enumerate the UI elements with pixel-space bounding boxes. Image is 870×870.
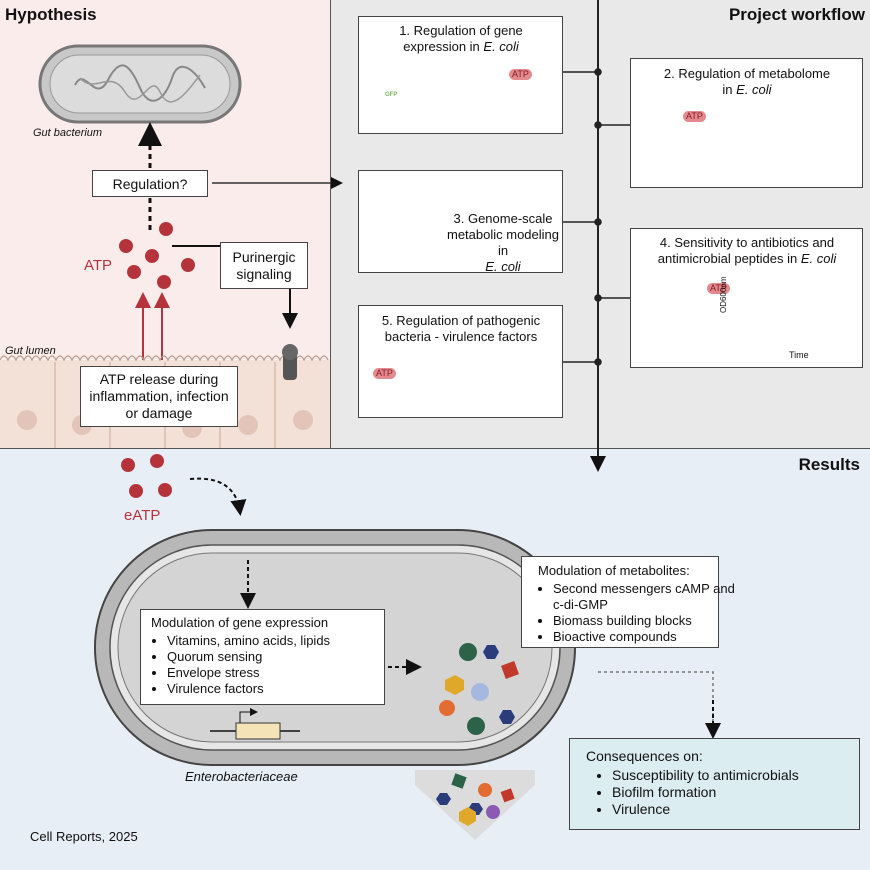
step3-line2: metabolic modeling in xyxy=(447,227,560,258)
results-title: Results xyxy=(798,455,860,474)
step5-line1: 5. Regulation of pathogenic xyxy=(381,313,541,328)
atp-release-box: ATP release during inflammation, infecti… xyxy=(80,366,238,427)
step4-line1: 4. Sensitivity to antibiotics and xyxy=(659,235,835,250)
list-item: Quorum sensing xyxy=(167,649,407,665)
eatp-label: eATP xyxy=(124,507,161,524)
purinergic-label: Purinergic signaling xyxy=(232,249,296,282)
gut-bacterium-label: Gut bacterium xyxy=(33,127,103,139)
step3-box: 3. Genome-scale metabolic modeling in E.… xyxy=(358,170,563,275)
consequences-list: Susceptibility to antimicrobials Biofilm… xyxy=(586,767,870,818)
atp-tag-step1: ATP xyxy=(509,69,532,80)
list-item: Susceptibility to antimicrobials xyxy=(612,767,870,784)
list-item: Biomass building blocks xyxy=(553,613,743,629)
list-item: Second messengers cAMP and c-di-GMP xyxy=(553,581,743,613)
gut-bacterium-illustration xyxy=(38,44,242,124)
list-item: Envelope stress xyxy=(167,665,407,681)
regulation-label: Regulation? xyxy=(112,176,188,192)
step4-line2: antimicrobial peptides in xyxy=(657,251,801,266)
atp-label: ATP xyxy=(84,257,113,274)
consequences-title: Consequences on: xyxy=(586,748,703,764)
step5-box: 5. Regulation of pathogenic bacteria - v… xyxy=(358,305,563,418)
metabolites-list: Second messengers cAMP and c-di-GMP Biom… xyxy=(527,581,743,645)
step1-line1: 1. Regulation of gene xyxy=(399,23,523,38)
step1-title: 1. Regulation of gene expression in E. c… xyxy=(361,23,561,55)
list-item: Virulence xyxy=(612,801,870,818)
citation: Cell Reports, 2025 xyxy=(30,829,138,844)
step5-line2: bacteria - virulence factors xyxy=(384,329,538,344)
atp-tag-step5: ATP xyxy=(373,368,396,379)
step2-box: 2. Regulation of metabolome in E. coli A… xyxy=(630,58,863,188)
atp-molecules xyxy=(119,222,195,289)
regulation-box: Regulation? xyxy=(92,170,208,197)
eatp-molecules xyxy=(121,454,172,498)
step2-line2: in xyxy=(722,82,737,97)
step3-organism: E. coli xyxy=(485,259,521,274)
metabolite-shapes xyxy=(439,643,519,735)
step1-box: 1. Regulation of gene expression in E. c… xyxy=(358,16,563,134)
step1-line2: expression in xyxy=(403,39,484,54)
gfp-tag: GFP xyxy=(385,92,398,98)
step3-title: 3. Genome-scale metabolic modeling in E.… xyxy=(447,211,559,275)
metabolites-box: Modulation of metabolites: Second messen… xyxy=(521,556,735,648)
gene-expression-box: Modulation of gene expression Vitamins, … xyxy=(140,609,385,705)
workflow-title: Project workflow xyxy=(728,5,865,24)
list-item: Bioactive compounds xyxy=(553,629,743,645)
gut-lumen-label: Gut lumen xyxy=(5,345,56,357)
step3-line1: 3. Genome-scale xyxy=(453,211,553,226)
time-axis-label: Time xyxy=(789,350,809,360)
list-item: Vitamins, amino acids, lipids xyxy=(167,633,407,649)
step5-title: 5. Regulation of pathogenic bacteria - v… xyxy=(361,313,561,345)
od-axis-label: OD600nm xyxy=(719,276,728,313)
step4-title: 4. Sensitivity to antibiotics and antimi… xyxy=(633,235,861,267)
gene-expression-list: Vitamins, amino acids, lipids Quorum sen… xyxy=(141,633,407,697)
step4-organism: E. coli xyxy=(800,251,837,266)
step1-organism: E. coli xyxy=(483,39,519,54)
atp-tag-step2: ATP xyxy=(683,111,706,122)
atp-release-label: ATP release during inflammation, infecti… xyxy=(89,371,229,421)
step2-organism: E. coli xyxy=(736,82,772,97)
step4-box: 4. Sensitivity to antibiotics and antimi… xyxy=(630,228,863,368)
step2-line1: 2. Regulation of metabolome xyxy=(663,66,831,81)
enterobacteriaceae-label: Enterobacteriaceae xyxy=(185,769,298,784)
metabolites-title: Modulation of metabolites: xyxy=(538,563,690,578)
atp-tag-step4: ATP xyxy=(707,283,730,294)
gene-expression-title: Modulation of gene expression xyxy=(151,615,329,630)
list-item: Virulence factors xyxy=(167,681,407,697)
step2-title: 2. Regulation of metabolome in E. coli xyxy=(633,66,861,98)
consequences-box: Consequences on: Susceptibility to antim… xyxy=(569,738,860,830)
hypothesis-title: Hypothesis xyxy=(5,5,97,24)
purinergic-box: Purinergic signaling xyxy=(220,242,308,289)
list-item: Biofilm formation xyxy=(612,784,870,801)
